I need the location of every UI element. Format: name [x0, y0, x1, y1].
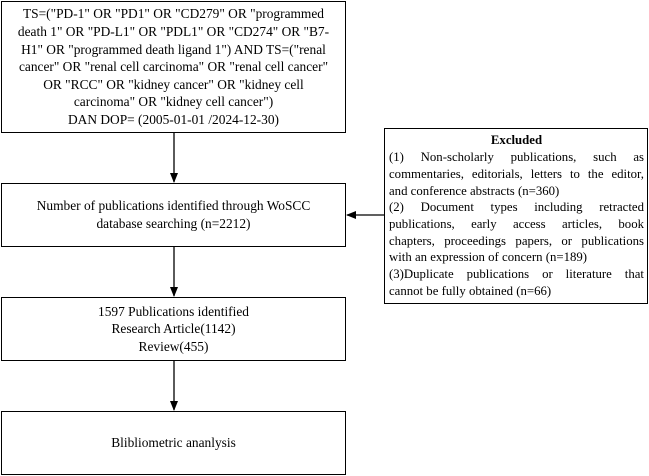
- query-line: carcinoma" OR "kidney cell cancer"): [73, 94, 274, 110]
- identified-line: database searching (n=2212): [96, 216, 251, 231]
- excluded-title: Excluded: [490, 133, 543, 148]
- excluded-line: commentaries, editorials, letters to the…: [389, 166, 644, 181]
- excluded-line: (3)Duplicate publications or literature …: [389, 267, 644, 282]
- publications-line: Research Article(1142): [111, 321, 236, 337]
- query-line: DAN DOP= (2005-01-01 /2024-12-30): [68, 111, 279, 127]
- identified-line: Number of publications identified throug…: [36, 198, 311, 214]
- excluded-line: publications, early access articles, boo…: [389, 217, 644, 231]
- query-line: cancer" OR "renal cell carcinoma" OR "re…: [18, 59, 329, 75]
- query-line: OR "RCC" OR "kidney cancer" OR "kidney c…: [43, 76, 304, 92]
- excluded-line: chapters, proceedings papers, or publica…: [389, 233, 644, 248]
- bibliometric-analysis-box: Blibliometric ananlysis: [1, 411, 346, 475]
- publications-line: 1597 Publications identified: [98, 303, 249, 319]
- excluded-line: (2) Document types including retracted: [389, 200, 644, 215]
- query-line: TS=("PD-1" OR "PD1" OR "CD279" OR "progr…: [23, 6, 324, 22]
- analysis-line: Blibliometric ananlysis: [111, 435, 236, 451]
- query-line: death 1" OR "PD-L1" OR "PDL1" OR "CD274"…: [17, 24, 330, 40]
- search-query-box: TS=("PD-1" OR "PD1" OR "CD279" OR "progr…: [1, 1, 346, 133]
- excluded-box: Excluded (1) Non-scholarly publications,…: [384, 128, 648, 304]
- identified-publications-box: Number of publications identified throug…: [1, 183, 346, 247]
- excluded-line: and conference abstracts (n=360): [389, 183, 560, 198]
- excluded-line: (1) Non-scholarly publications, such as: [389, 150, 644, 165]
- publications-line: Review(455): [138, 338, 209, 354]
- query-line: H1" OR "programmed death ligand 1") AND …: [21, 41, 326, 57]
- excluded-line: cannot be fully obtained (n=66): [389, 283, 552, 298]
- excluded-line: with an expression of concern (n=189): [389, 250, 588, 265]
- included-publications-box: 1597 Publications identified Research Ar…: [1, 297, 346, 361]
